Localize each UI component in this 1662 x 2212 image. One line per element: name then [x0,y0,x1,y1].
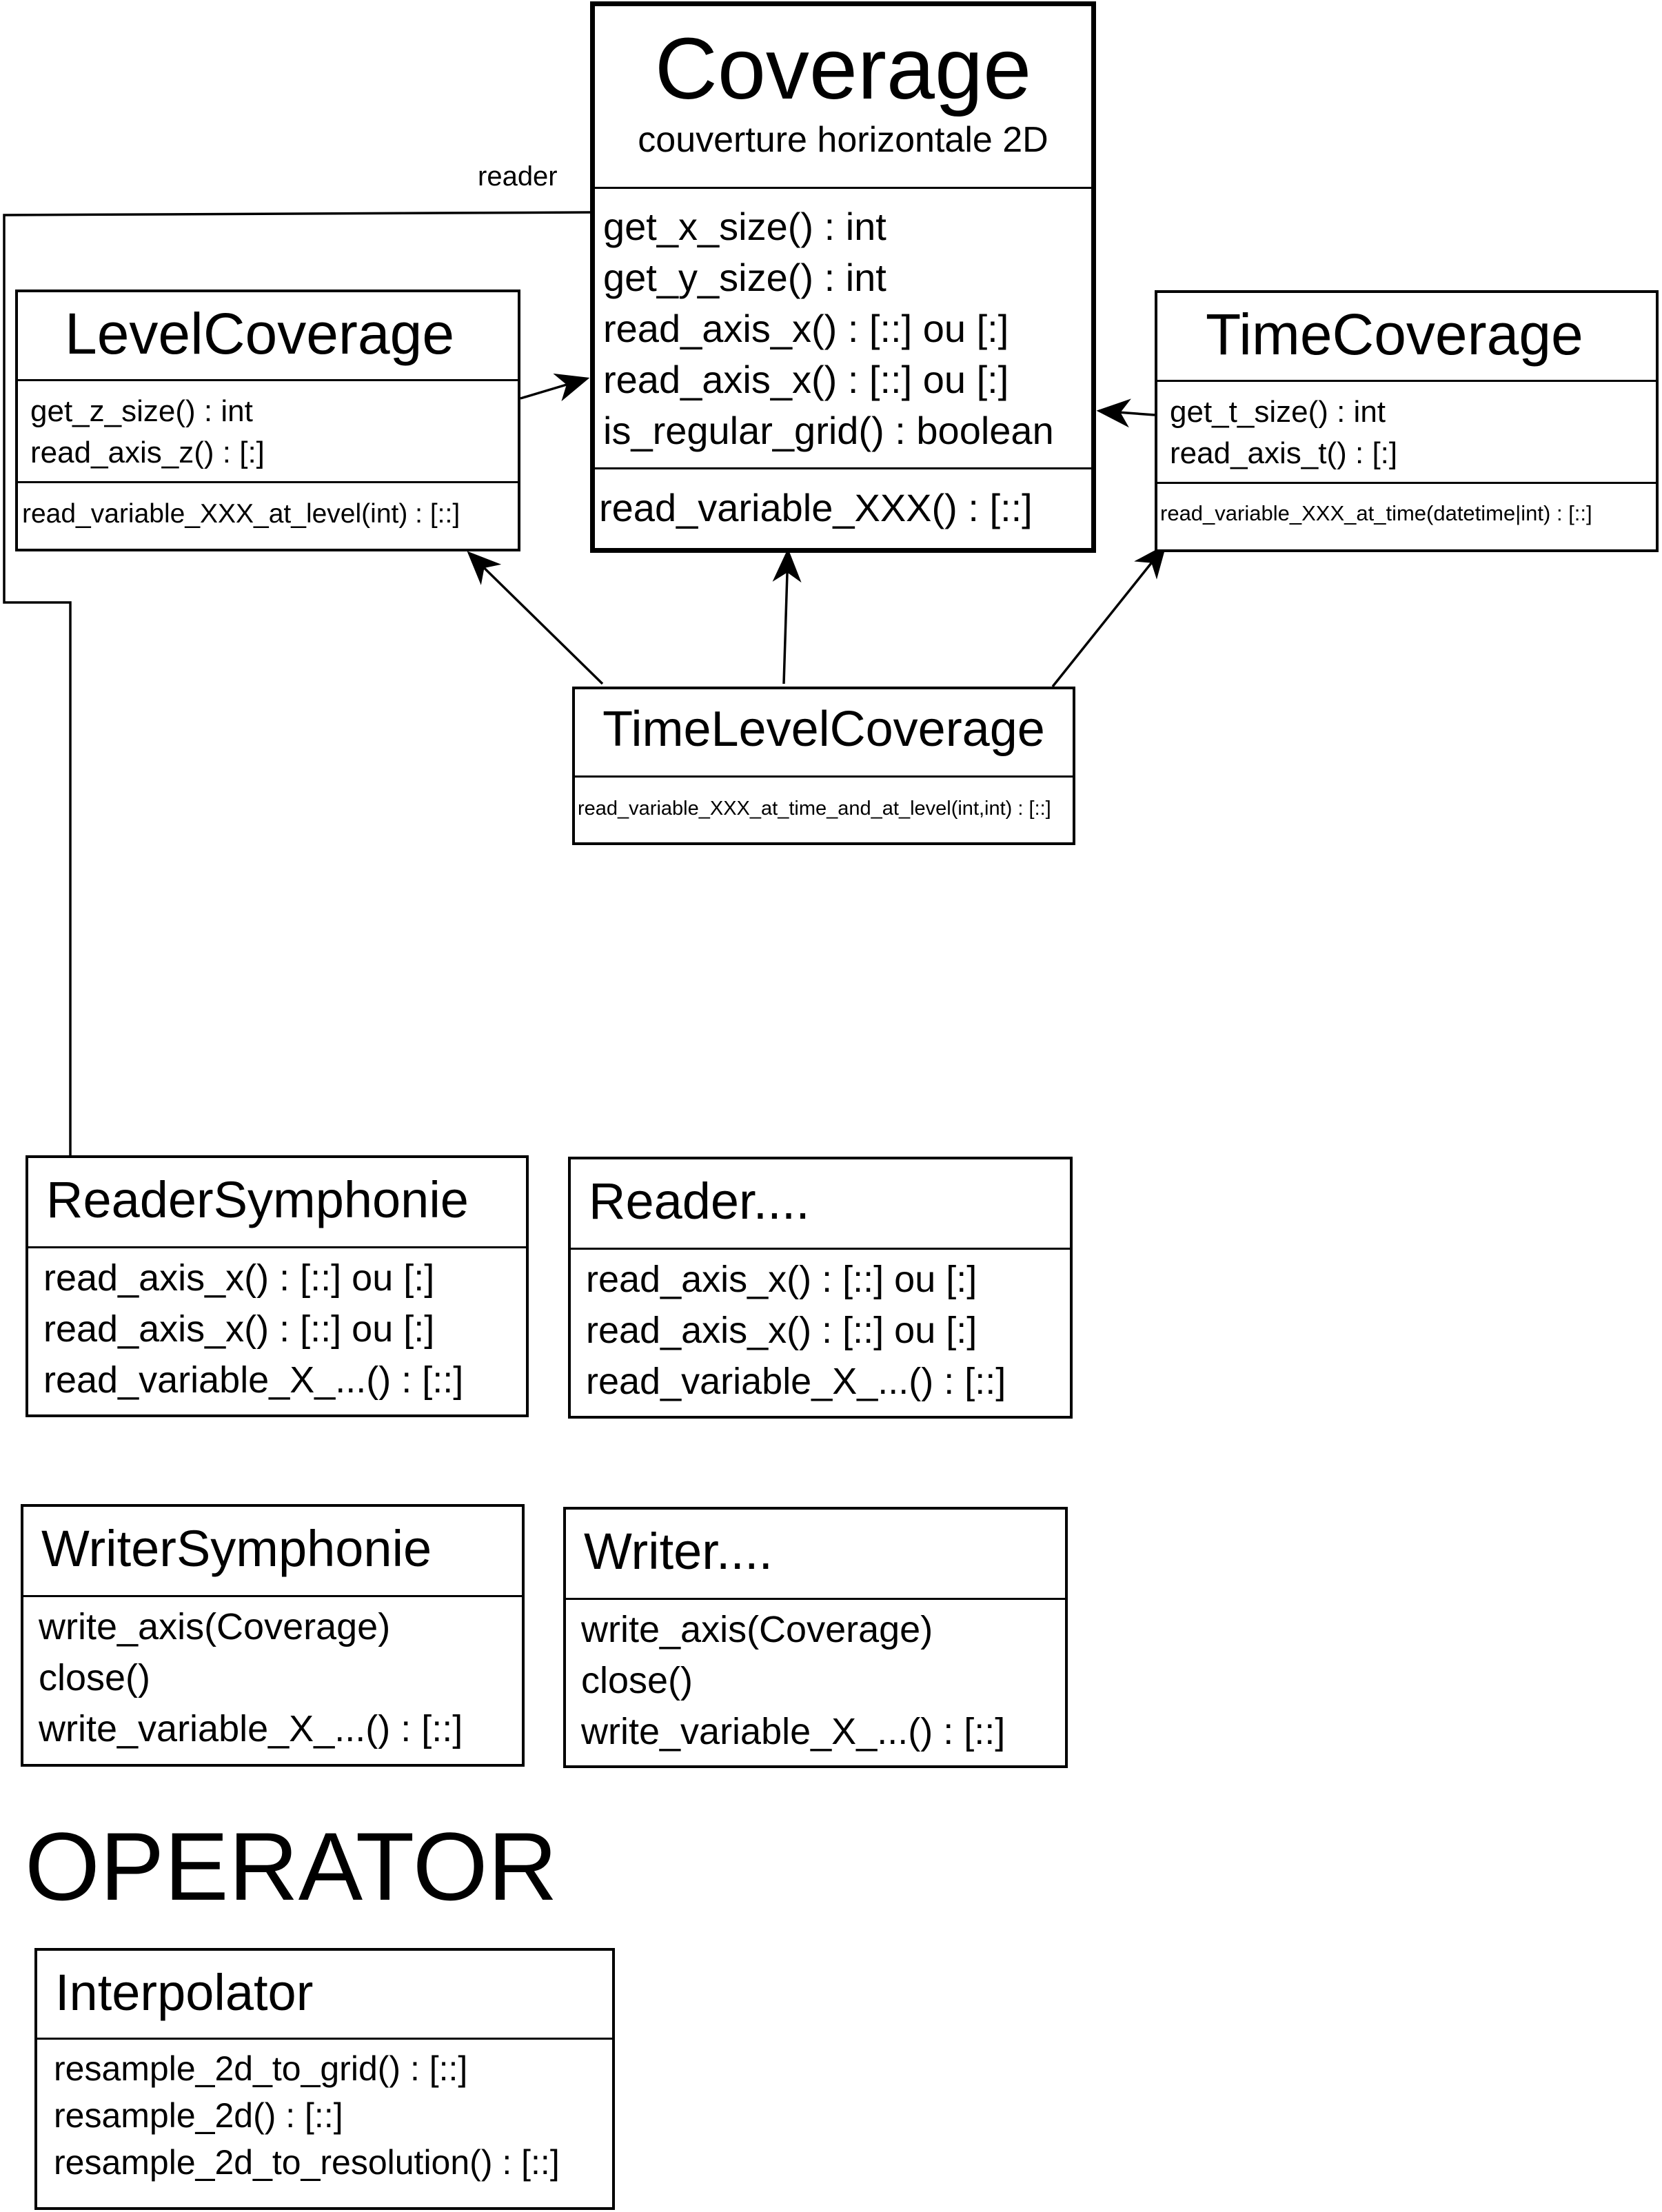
reader-association-line [3,211,591,1155]
method-line: write_variable_X_...() : [::] [39,1708,463,1749]
class-name: TimeLevelCoverage [602,702,1045,757]
method-line: write_variable_X_...() : [::] [581,1711,1006,1752]
class-header: Interpolator [37,1951,612,2038]
method-line: read_axis_x() : [::] ou [:] [586,1310,977,1351]
method-line: resample_2d() : [::] [54,2096,343,2135]
method-line: close() [581,1660,693,1701]
method-line: read_axis_x() : [::] ou [:] [43,1308,435,1350]
class-header: Reader.... [571,1159,1070,1248]
attribute-line: read_axis_t() : [:] [1170,436,1398,470]
levelcoverage-to-coverage-arrow [520,373,590,402]
class-name: Interpolator [55,1964,314,2021]
class-header: Writer.... [566,1510,1065,1598]
attribute-line: is_regular_grid() : boolean [603,409,1054,452]
class-name: TimeCoverage [1206,302,1583,367]
coverage-class: Coverage couverture horizontale 2D get_x… [590,1,1096,553]
class-header: TimeCoverage [1157,293,1656,380]
levelcoverage-class: LevelCoverage get_z_size() : int read_ax… [15,290,520,551]
method-line: write_axis(Coverage) [581,1609,933,1650]
timecoverage-to-coverage-arrow [1096,398,1155,428]
method-line: resample_2d_to_grid() : [::] [54,2049,468,2088]
class-name: LevelCoverage [65,301,455,366]
class-subtitle: couverture horizontale 2D [638,120,1048,160]
method-line: resample_2d_to_resolution() : [::] [54,2143,560,2182]
reader-link-label: reader [478,161,558,192]
attributes-section: get_t_size() : int read_axis_t() : [:] [1157,380,1656,482]
class-name: ReaderSymphonie [46,1171,469,1228]
attribute-line: read_axis_x() : [::] ou [:] [603,358,1009,401]
attribute-line: get_x_size() : int [603,205,886,248]
methods-section: write_axis(Coverage) close() write_varia… [566,1598,1065,1757]
attributes-section: get_z_size() : int read_axis_z() : [:] [18,379,518,481]
methods-section: read_variable_XXX_at_time(datetime|int) … [1157,482,1656,526]
method-line: read_axis_x() : [::] ou [:] [43,1257,435,1299]
class-name: WriterSymphonie [41,1520,432,1577]
method-line: read_axis_x() : [::] ou [:] [586,1259,977,1300]
attribute-line: get_y_size() : int [603,256,886,299]
method-line: write_axis(Coverage) [39,1606,391,1647]
methods-section: read_axis_x() : [::] ou [:] read_axis_x(… [571,1248,1070,1407]
timelevel-to-coverage-arrow [772,548,802,684]
methods-section: read_variable_XXX_at_level(int) : [::] [18,481,518,531]
operator-heading: OPERATOR [25,1812,558,1920]
interpolator-class: Interpolator resample_2d_to_grid() : [::… [34,1948,615,2210]
class-name: Coverage [654,20,1032,117]
class-header: LevelCoverage [18,292,518,379]
method-line: read_variable_XXX_at_level(int) : [::] [22,499,460,529]
methods-section: write_axis(Coverage) close() write_varia… [23,1595,522,1754]
attribute-line: get_z_size() : int [30,394,253,428]
class-name: Writer.... [584,1523,773,1580]
method-line: read_variable_X_...() : [::] [586,1361,1006,1402]
method-line: read_variable_XXX_at_time(datetime|int) … [1160,501,1592,525]
attributes-section: get_x_size() : int get_y_size() : int re… [595,187,1091,467]
attribute-line: get_t_size() : int [1170,395,1386,429]
timelevelcoverage-class: TimeLevelCoverage read_variable_XXX_at_t… [572,687,1075,845]
methods-section: resample_2d_to_grid() : [::] resample_2d… [37,2038,612,2186]
class-name: Reader.... [589,1173,810,1230]
method-line: read_variable_XXX() : [::] [599,486,1033,529]
method-line: read_variable_X_...() : [::] [43,1359,464,1401]
class-header: TimeLevelCoverage [575,689,1073,775]
methods-section: read_variable_XXX_at_time_and_at_level(i… [575,775,1073,821]
class-header: ReaderSymphonie [28,1158,526,1246]
timelevel-to-levelcoverage-arrow [467,551,604,685]
coverage-header: Coverage couverture horizontale 2D [595,6,1091,187]
attribute-line: read_axis_z() : [:] [30,436,265,469]
timelevel-to-timecoverage-arrow [1051,544,1167,688]
attribute-line: read_axis_x() : [::] ou [:] [603,307,1009,350]
writer-other-class: Writer.... write_axis(Coverage) close() … [563,1507,1068,1768]
methods-section: read_axis_x() : [::] ou [:] read_axis_x(… [28,1246,526,1406]
method-line: read_variable_XXX_at_time_and_at_level(i… [578,798,1051,820]
reader-other-class: Reader.... read_axis_x() : [::] ou [:] r… [568,1157,1073,1419]
method-line: close() [39,1657,151,1698]
writersymphonie-class: WriterSymphonie write_axis(Coverage) clo… [21,1504,525,1767]
timecoverage-class: TimeCoverage get_t_size() : int read_axi… [1155,290,1659,552]
class-header: WriterSymphonie [23,1507,522,1595]
methods-section: read_variable_XXX() : [::] [595,467,1091,531]
readersymphonie-class: ReaderSymphonie read_axis_x() : [::] ou … [26,1155,529,1417]
